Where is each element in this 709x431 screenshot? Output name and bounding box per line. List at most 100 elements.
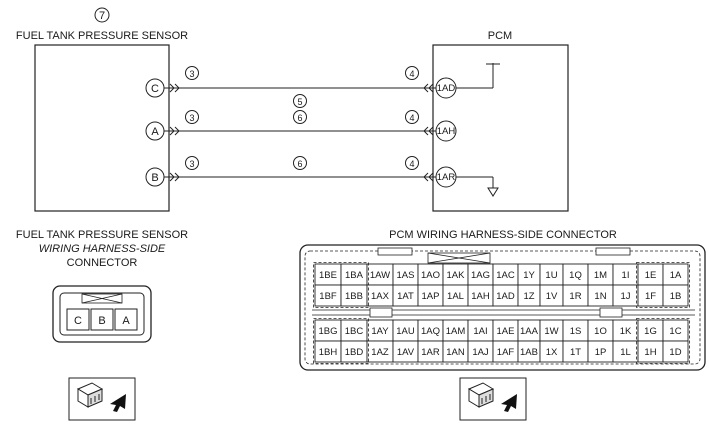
pcm-cavity-label: 1I [622, 270, 630, 281]
pcm-pin-circle-1ah [435, 120, 457, 142]
pcm-cavity-label: 1AG [471, 270, 490, 281]
pcm-cavity-label: 1Q [569, 270, 582, 281]
pcm-cavity-label: 1AC [496, 270, 515, 281]
pcm-cavity-label: 1AN [446, 347, 465, 358]
pcm-cavity-label: 1E [645, 270, 657, 281]
pcm-cavity-label: 1F [645, 291, 656, 302]
mid-callout-5: 5 [297, 97, 302, 107]
pcm-cavity-label: 1P [595, 347, 607, 358]
sensor-connector-title-2: WIRING HARNESS-SIDE [39, 243, 166, 255]
pcm-cavity-group-outline [636, 262, 690, 308]
pcm-cavity-group-outline [313, 262, 369, 308]
pcm-cavity-label: 1B [670, 291, 682, 302]
pcm-cavity-label: 1AK [447, 270, 466, 281]
mid-callouts [293, 94, 307, 170]
pcm-pin-1ah: 1AH [437, 126, 456, 137]
pcm-cavity-label: 1AT [397, 291, 414, 302]
pcm-cavity-label: 1L [620, 347, 631, 358]
pcm-cavity-label: 1N [594, 291, 606, 302]
pcm-cavity-label: 1AS [397, 270, 415, 281]
pcm-cavity-label: 1AM [446, 326, 466, 337]
pcm-cavity-label: 1Z [523, 291, 534, 302]
connector-view-icon [68, 377, 136, 421]
pcm-cavity-label: 1G [644, 326, 657, 337]
pcm-cavity-label: 1J [620, 291, 630, 302]
sensor-title: FUEL TANK PRESSURE SENSOR [16, 30, 188, 42]
pcm-cavity-label: 1AE [497, 326, 515, 337]
pcm-cavity-label: 1D [669, 347, 681, 358]
pcm-cavity-label: 1R [569, 291, 581, 302]
pcm-cavity-label: 1S [570, 326, 582, 337]
pcm-callout-1: 4 [409, 69, 414, 79]
pcm-cavity-label: 1O [594, 326, 607, 337]
pcm-connector-title: PCM WIRING HARNESS-SIDE CONNECTOR [389, 229, 617, 241]
pcm-cavity-label: 1AL [447, 291, 464, 302]
pcm-cavity-label: 1Y [523, 270, 535, 281]
pcm-cavity-label: 1AZ [371, 347, 389, 358]
pcm-cavity-label: 1AA [520, 326, 539, 337]
pcm-cavity-label: 1M [594, 270, 607, 281]
sensor-cavity-a: A [122, 315, 130, 327]
pcm-cavity-label: 1AH [471, 291, 490, 302]
pcm-cavity-label: 1A [670, 270, 682, 281]
sensor-pin-c: C [151, 83, 159, 95]
pcm-cavity-label: 1W [544, 326, 558, 337]
pcm-box [432, 44, 569, 212]
sensor-connector-title-1: FUEL TANK PRESSURE SENSOR [16, 229, 188, 241]
pcm-cavity-label: 1T [570, 347, 581, 358]
pcm-cavity-label: 1AV [397, 347, 415, 358]
pcm-cavity-label: 1AW [370, 270, 390, 281]
pcm-cavity-label: 1AD [496, 291, 515, 302]
pcm-cavity-label: 1AQ [421, 326, 440, 337]
sensor-cavity-b: B [98, 315, 105, 327]
sensor-callout-circle [94, 7, 110, 23]
pcm-pin-1ar: 1AR [437, 172, 456, 183]
pcm-cavity-label: 1BC [345, 326, 364, 337]
pcm-cavity-label: 1X [546, 347, 558, 358]
pcm-cavity-label: 1BG [318, 326, 337, 337]
pcm-cavity-group-outline [636, 318, 690, 364]
mid-callout-6b: 6 [297, 159, 302, 169]
harness-callout-3: 3 [189, 159, 194, 169]
connector-view-icon [459, 377, 527, 421]
pcm-cavity-label: 1AO [421, 270, 440, 281]
pcm-cavity-group-outline [313, 318, 369, 364]
pcm-cavity-box [662, 284, 689, 307]
sensor-pin-b: B [151, 172, 158, 184]
pcm-cavity-label: 1V [546, 291, 558, 302]
pcm-callout-2: 4 [409, 113, 414, 123]
pcm-cavity-label: 1BH [319, 347, 338, 358]
pcm-title: PCM [488, 30, 512, 42]
pcm-cavity-label: 1AF [497, 347, 515, 358]
sensor-callout: 7 [99, 10, 105, 22]
pcm-cavity-label: 1BA [345, 270, 364, 281]
pcm-cavity-label: 1C [669, 326, 681, 337]
pcm-cavity-label: 1AB [520, 347, 538, 358]
mid-callout-6a: 6 [297, 113, 302, 123]
sensor-pin-a: A [151, 126, 159, 138]
pcm-cavity-label: 1AJ [472, 347, 489, 358]
pcm-cavity-label: 1AU [396, 326, 415, 337]
pcm-cavity-label: 1AX [371, 291, 390, 302]
sensor-connector-face [52, 285, 152, 343]
pcm-cavity-label: 1BD [345, 347, 364, 358]
pcm-cavity-label: 1U [545, 270, 557, 281]
harness-callouts [185, 66, 199, 170]
pcm-cavity-label: 1AR [421, 347, 440, 358]
ground-icon [487, 187, 499, 197]
harness-callout-1: 3 [189, 69, 194, 79]
pcm-cavity-label: 1H [644, 347, 656, 358]
sensor-cavity-c: C [74, 315, 82, 327]
pcm-cavity-label: 1BB [345, 291, 363, 302]
pcm-pin-1ad: 1AD [437, 83, 456, 94]
sensor-connector-title-3: CONNECTOR [67, 257, 138, 269]
sensor-box [34, 44, 170, 212]
pcm-cavity-label: 1AY [371, 326, 389, 337]
pcm-internal [456, 63, 500, 188]
pcm-cavity-label: 1BF [319, 291, 337, 302]
pcm-cavity-label: 1AP [422, 291, 440, 302]
pcm-callout-3: 4 [409, 159, 414, 169]
pcm-cavity-label: 1AI [473, 326, 487, 337]
harness-callout-2: 3 [189, 113, 194, 123]
